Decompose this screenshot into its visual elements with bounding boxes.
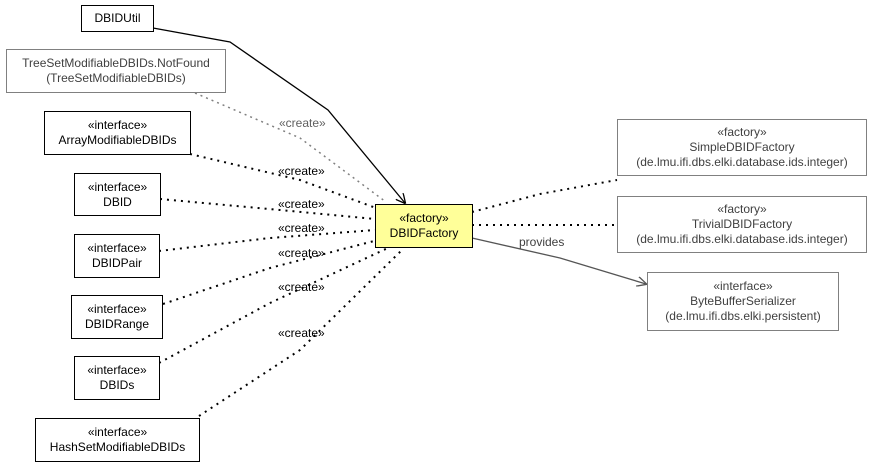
trivial-line-1: TrivialDBIDFactory	[691, 217, 793, 231]
node-dbidfactory[interactable]: «factory»DBIDFactory	[375, 204, 473, 248]
node-array-modifiable-dbids[interactable]: «interface»ArrayModifiableDBIDs	[44, 111, 191, 155]
node-dbids[interactable]: «interface»DBIDs	[74, 356, 160, 400]
edge-label-create-dbidrange: «create»	[278, 246, 325, 260]
hashset-line-1: HashSetModifiableDBIDs	[49, 440, 186, 454]
edge-label-create-notfound: «create»	[279, 116, 326, 130]
simple-line-0: «factory»	[717, 125, 767, 139]
dbidpair-line-1: DBIDPair	[91, 256, 142, 270]
edge-factory-simple	[471, 179, 618, 213]
serializer-line-1: ByteBufferSerializer	[690, 294, 796, 308]
node-treeset-notfound[interactable]: TreeSetModifiableDBIDs.NotFound(TreeSetM…	[6, 49, 226, 93]
edge-dbid-factory	[159, 198, 376, 220]
serializer-line-0: «interface»	[713, 279, 773, 293]
node-trivial-dbid-factory[interactable]: «factory»TrivialDBIDFactory(de.lmu.ifi.d…	[617, 196, 867, 253]
node-bytebuffer-serializer[interactable]: «interface»ByteBufferSerializer(de.lmu.i…	[647, 272, 839, 331]
dbidutil-line-0: DBIDUtil	[94, 11, 141, 25]
edge-label-create-dbidpair: «create»	[278, 221, 325, 235]
edge-factory-serializer	[471, 237, 646, 284]
edge-label-create-arraymod: «create»	[278, 164, 325, 178]
edge-dbidutil-factory	[152, 27, 405, 203]
trivial-line-2: (de.lmu.ifi.dbs.elki.database.ids.intege…	[636, 232, 848, 246]
edge-label-create-dbids: «create»	[278, 280, 325, 294]
dbidrange-line-0: «interface»	[87, 302, 147, 316]
factory-line-1: DBIDFactory	[389, 226, 459, 240]
edge-dbidrange-factory	[162, 239, 379, 305]
simple-line-1: SimpleDBIDFactory	[689, 140, 795, 154]
dbidrange-line-1: DBIDRange	[84, 317, 150, 331]
node-dbidrange[interactable]: «interface»DBIDRange	[71, 295, 163, 339]
notfound-line-0: TreeSetModifiableDBIDs.NotFound	[22, 56, 210, 70]
arraymod-line-0: «interface»	[87, 118, 148, 132]
node-dbidutil[interactable]: DBIDUtil	[81, 5, 154, 32]
trivial-line-0: «factory»	[717, 202, 767, 216]
edge-arraymod-factory	[189, 153, 377, 209]
edge-label-create-dbid: «create»	[278, 197, 325, 211]
node-hashset-modifiable-dbids[interactable]: «interface»HashSetModifiableDBIDs	[35, 418, 200, 462]
dbids-line-1: DBIDs	[99, 378, 135, 392]
edge-notfound-factory	[194, 92, 387, 203]
node-dbid[interactable]: «interface»DBID	[74, 173, 161, 216]
node-dbidpair[interactable]: «interface»DBIDPair	[74, 234, 160, 278]
serializer-line-2: (de.lmu.ifi.dbs.elki.persistent)	[665, 309, 821, 323]
edge-label-create-hashset: «create»	[278, 326, 325, 340]
edge-dbidpair-factory	[158, 229, 376, 252]
dbids-line-0: «interface»	[87, 363, 147, 377]
edge-hashset-factory	[198, 249, 403, 417]
edge-dbids-factory	[158, 246, 391, 364]
hashset-line-0: «interface»	[87, 425, 148, 439]
dbid-line-0: «interface»	[87, 179, 148, 194]
dbid-line-1: DBID	[103, 194, 132, 209]
arraymod-line-1: ArrayModifiableDBIDs	[58, 133, 177, 147]
factory-line-0: «factory»	[399, 211, 449, 225]
notfound-line-1: (TreeSetModifiableDBIDs)	[46, 71, 186, 85]
dbidpair-line-0: «interface»	[87, 241, 147, 255]
node-simple-dbid-factory[interactable]: «factory»SimpleDBIDFactory(de.lmu.ifi.db…	[617, 119, 867, 176]
edge-label-provides: provides	[519, 235, 564, 249]
simple-line-2: (de.lmu.ifi.dbs.elki.database.ids.intege…	[636, 155, 848, 169]
